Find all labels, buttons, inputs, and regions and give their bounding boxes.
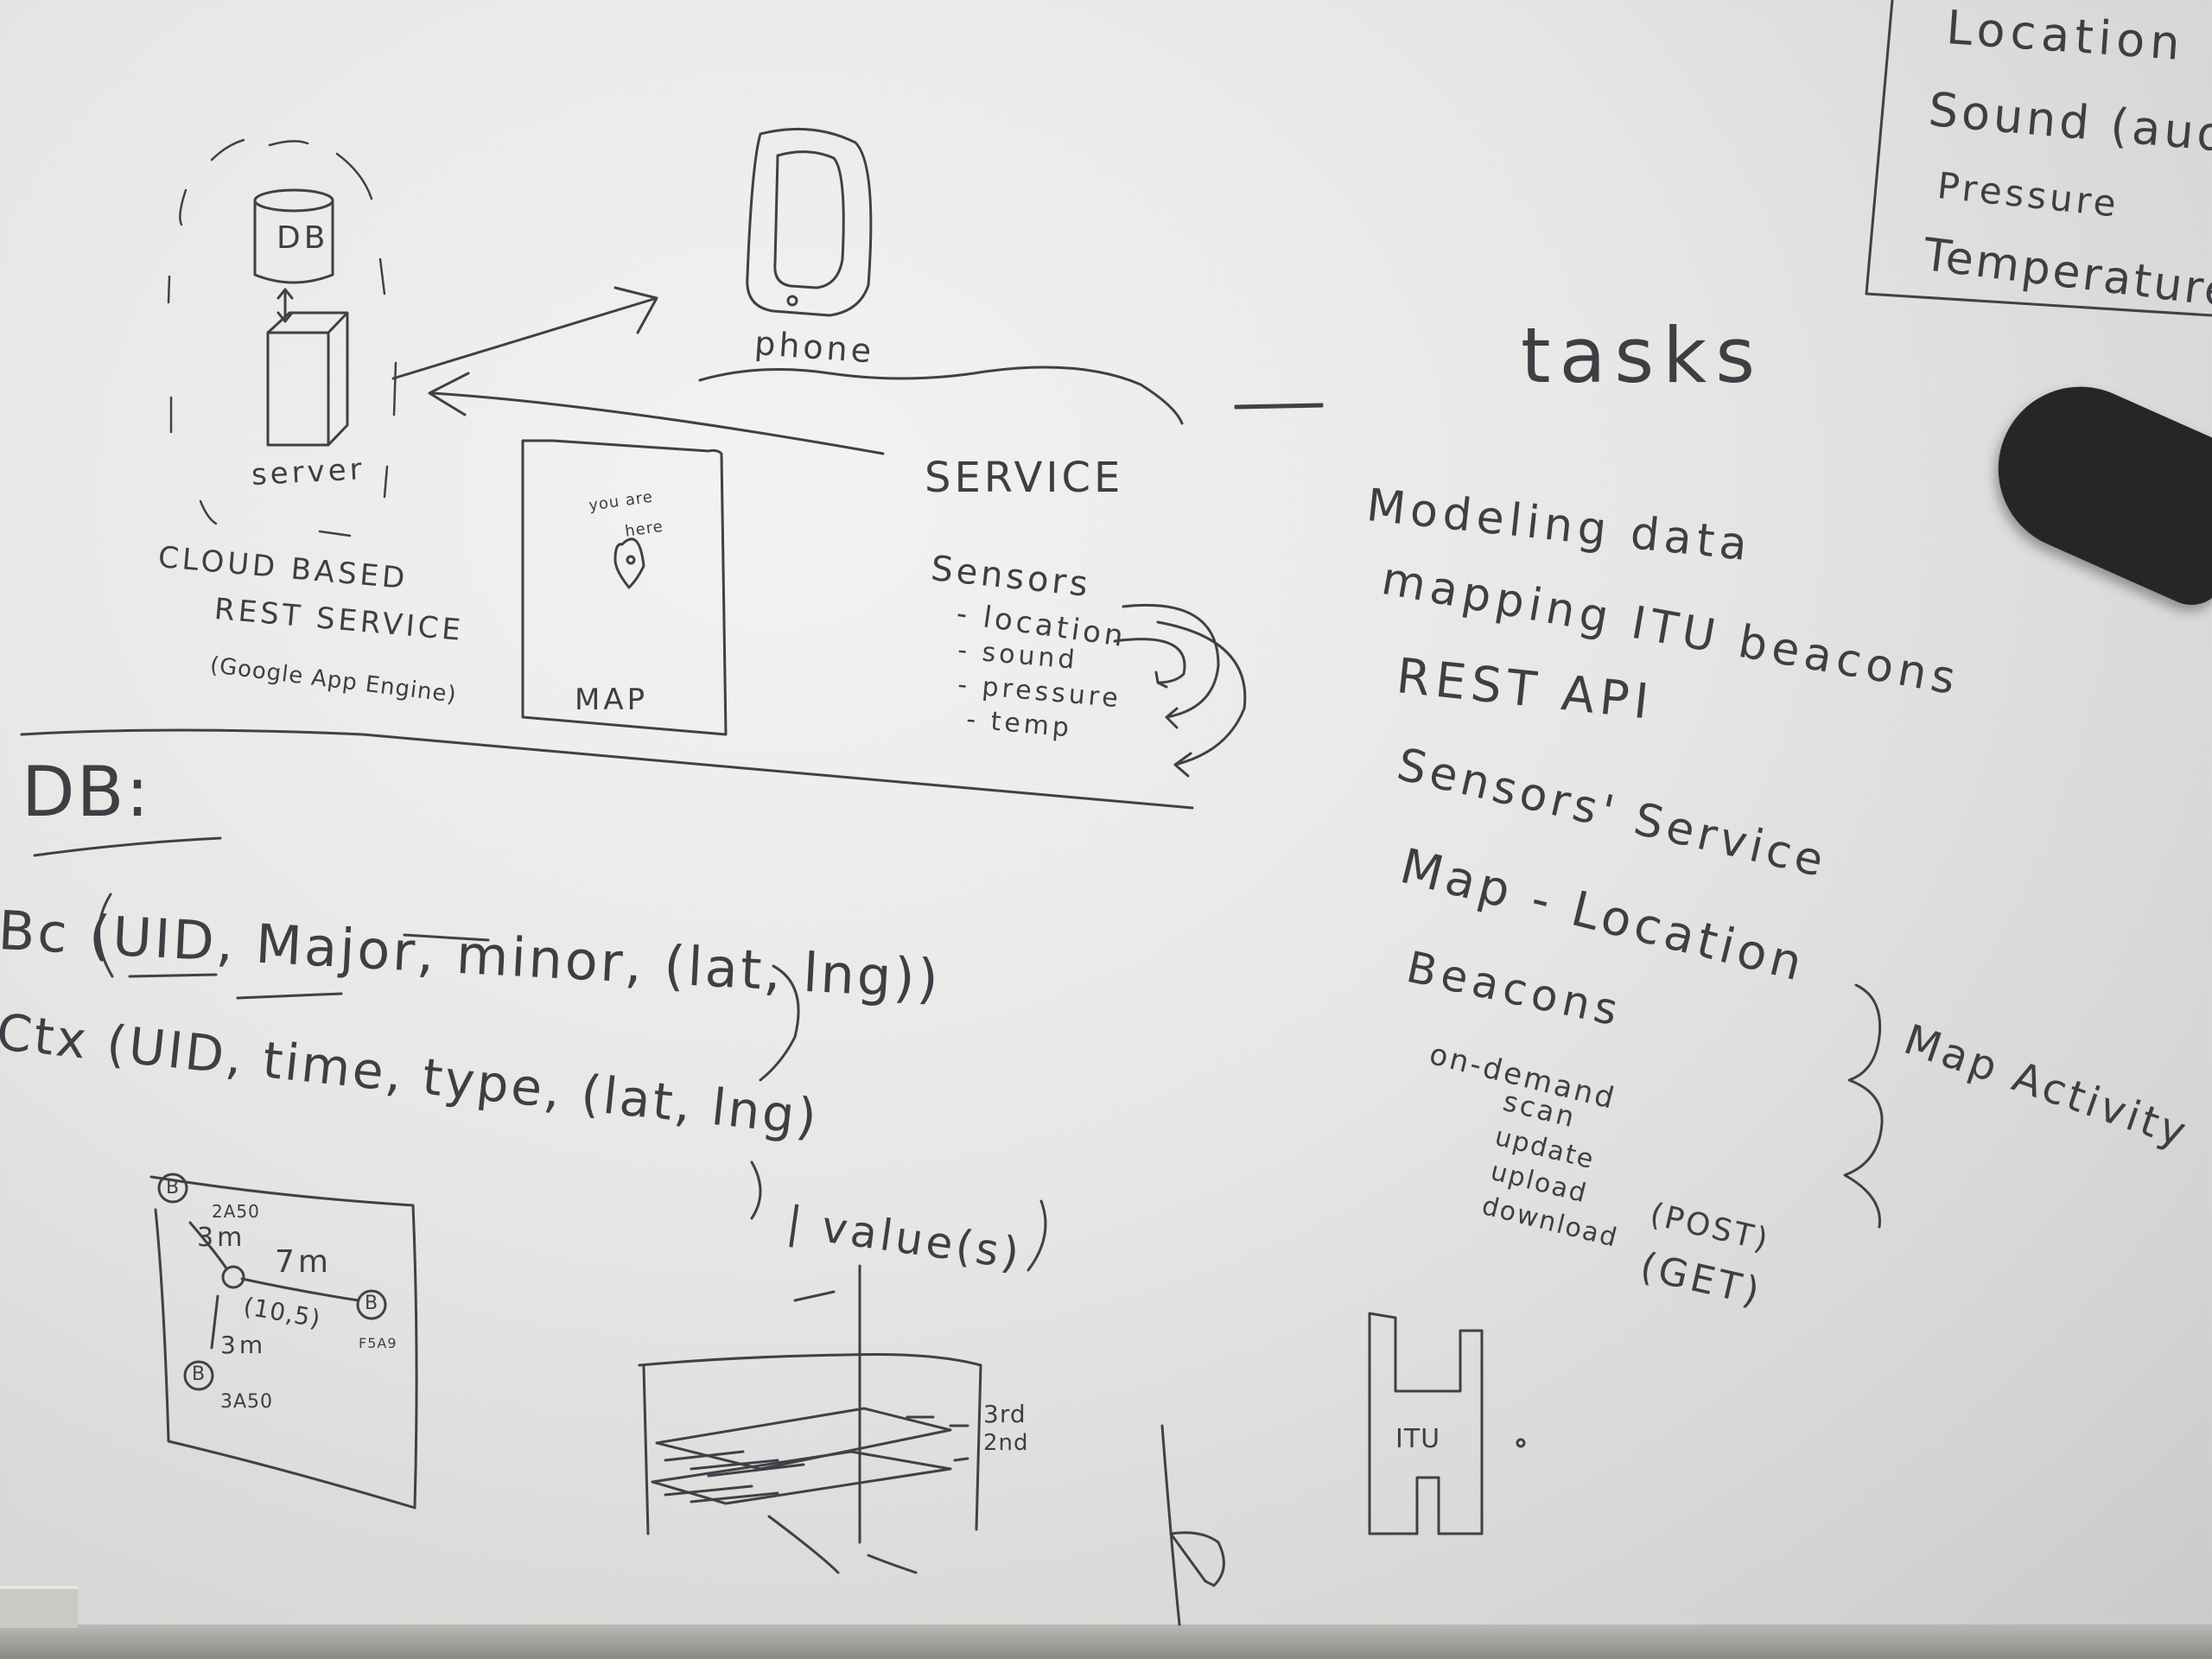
sensor-loop-arrows bbox=[1113, 603, 1247, 778]
map-label: MAP bbox=[575, 683, 649, 717]
beacon-sketch-frame bbox=[149, 1173, 418, 1510]
service-to-server-arrow bbox=[428, 372, 885, 455]
building-label: ITU bbox=[1395, 1424, 1441, 1454]
board-corner bbox=[0, 1586, 78, 1628]
beacon-distance-1: 3m bbox=[197, 1223, 246, 1253]
compass-sketch bbox=[1160, 1424, 1225, 1626]
server-box-icon bbox=[266, 311, 349, 447]
tasks-underline bbox=[1234, 404, 1324, 410]
ctx-paren-close bbox=[750, 1160, 762, 1220]
beacon-symbol-1: B bbox=[166, 1177, 180, 1198]
beacon-symbol-2: B bbox=[192, 1363, 206, 1385]
service-label: SERVICE bbox=[925, 454, 1124, 502]
db-label: DB bbox=[276, 220, 329, 256]
top-right-box bbox=[1865, 0, 2212, 317]
server-label: server bbox=[251, 452, 366, 493]
db-schema-title: DB: bbox=[22, 752, 151, 832]
floor-label-3rd: 3rd bbox=[983, 1400, 1027, 1428]
floor-label-2nd: 2nd bbox=[983, 1430, 1029, 1456]
map-activity-brace bbox=[1843, 983, 1884, 1229]
service-divider bbox=[1234, 403, 1324, 408]
bc-paren bbox=[98, 893, 114, 978]
minor-underline bbox=[403, 933, 490, 942]
beacon-symbol-3: B bbox=[365, 1293, 378, 1314]
beacon-id-3: 3A50 bbox=[220, 1391, 274, 1413]
top-divider bbox=[20, 728, 1194, 810]
itu-building-icon bbox=[1368, 1312, 1526, 1535]
beacon-id-1: 2A50 bbox=[212, 1201, 260, 1222]
map-frame bbox=[521, 439, 728, 736]
bc-paren-close bbox=[759, 964, 800, 1082]
major-underline bbox=[236, 992, 343, 1000]
db-server-arrow bbox=[276, 288, 294, 323]
server-to-phone-arrow bbox=[391, 286, 658, 380]
tasks-heading: tasks bbox=[1521, 311, 1764, 400]
beacon-id-2: F5A9 bbox=[359, 1335, 397, 1351]
beacon-distance-3: 3m bbox=[220, 1331, 267, 1359]
phone-icon bbox=[746, 127, 873, 317]
db-underline bbox=[33, 836, 222, 857]
phone-underline bbox=[698, 365, 1184, 425]
cloud-dashes bbox=[167, 138, 397, 537]
beacon-distance-2: 7m bbox=[275, 1244, 332, 1280]
database-cylinder-icon bbox=[253, 188, 334, 284]
uid-underline bbox=[128, 973, 218, 978]
whiteboard-tray bbox=[0, 1624, 2212, 1659]
floor-diagram bbox=[638, 1199, 1047, 1574]
